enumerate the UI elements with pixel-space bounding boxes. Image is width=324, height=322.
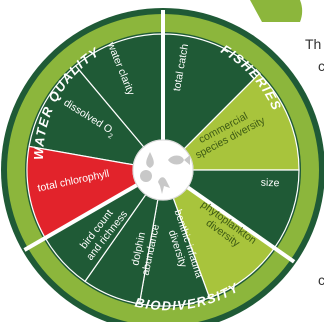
side-text-c2: c <box>318 272 324 288</box>
bird-icon <box>158 177 170 194</box>
size-label: size <box>261 177 280 190</box>
side-text-th: Th <box>305 36 322 52</box>
water-drop-icon <box>146 152 154 168</box>
dissolved-o2-subscript: 2 <box>106 133 113 141</box>
center-icons <box>140 152 190 194</box>
fish-icon <box>168 155 190 165</box>
badge-shape <box>250 0 303 22</box>
plankton-icon <box>140 170 152 182</box>
side-text-c1: c <box>318 58 324 74</box>
category-divider-3 <box>23 183 139 252</box>
category-divider-2 <box>186 185 296 264</box>
segment-wedges <box>26 33 300 307</box>
center-hub <box>132 139 194 201</box>
category-dividers <box>23 10 296 264</box>
